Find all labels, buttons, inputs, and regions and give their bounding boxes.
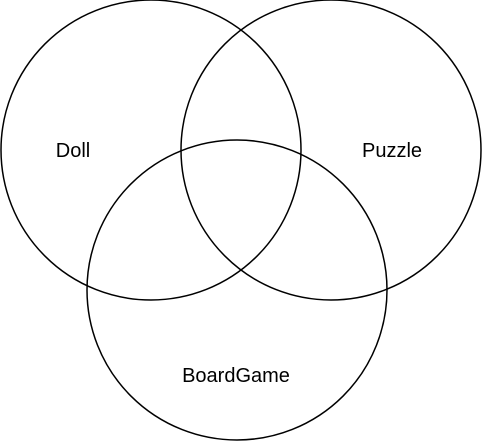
doll-set-circle [0, 0, 302, 301]
puzzle-set-circle [180, 0, 482, 301]
boardgame-set-circle [86, 139, 388, 441]
puzzle-set-label: Puzzle [362, 140, 422, 162]
doll-set-label: Doll [56, 140, 90, 162]
boardgame-set-label: BoardGame [182, 365, 290, 387]
